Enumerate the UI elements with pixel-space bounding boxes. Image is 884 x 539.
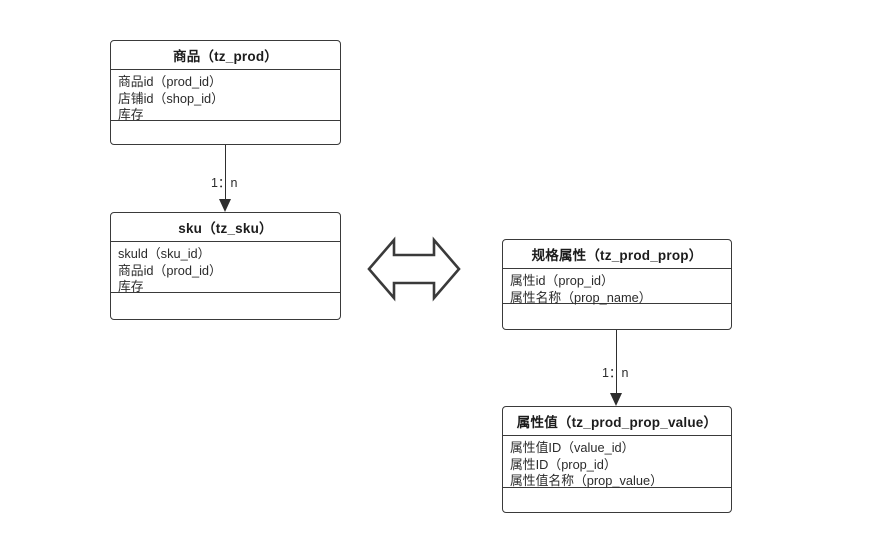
entity-tz-sku[interactable]: sku（tz_sku） skuld（sku_id） 商品id（prod_id） … — [110, 212, 341, 320]
entity-tz-prod-prop-fields: 属性id（prop_id） 属性名称（prop_name） — [503, 269, 731, 305]
entity-tz-sku-fields: skuld（sku_id） 商品id（prod_id） 库存 — [111, 242, 340, 294]
entity-tz-prod-prop-value-header: 属性值（tz_prod_prop_value） — [503, 407, 731, 436]
entity-field: 属性值名称（prop_value） — [510, 473, 663, 488]
entity-field: 属性名称（prop_name） — [510, 289, 652, 305]
entity-field: 属性id（prop_id） — [510, 273, 614, 288]
relation-label: 1：n — [211, 176, 238, 190]
double-headed-arrow-svg — [367, 236, 461, 302]
relation-arrowhead — [610, 393, 622, 406]
relation-line — [616, 330, 617, 393]
entity-tz-sku-header: sku（tz_sku） — [111, 213, 340, 242]
entity-tz-prod-fields: 商品id（prod_id） 店铺id（shop_id） 库存 — [111, 70, 340, 122]
entity-tz-prod-footer — [111, 121, 340, 142]
entity-tz-prod[interactable]: 商品（tz_prod） 商品id（prod_id） 店铺id（shop_id） … — [110, 40, 341, 145]
relation-arrowhead — [219, 199, 231, 212]
entity-tz-prod-prop-value-footer — [503, 488, 731, 512]
entity-field: skuld（sku_id） — [118, 246, 211, 261]
entity-tz-prod-prop-footer — [503, 304, 731, 328]
entity-tz-prod-header: 商品（tz_prod） — [111, 41, 340, 70]
entity-field: 属性值ID（value_id） — [510, 440, 635, 455]
entity-tz-prod-prop-value-fields: 属性值ID（value_id） 属性ID（prop_id） 属性值名称（prop… — [503, 436, 731, 488]
entity-field: 店铺id（shop_id） — [118, 90, 224, 106]
entity-field: 商品id（prod_id） — [118, 74, 222, 89]
double-headed-arrow-icon — [366, 234, 462, 304]
entity-tz-sku-footer — [111, 293, 340, 317]
entity-tz-prod-prop-header: 规格属性（tz_prod_prop） — [503, 240, 731, 269]
relation-line — [225, 145, 226, 199]
entity-tz-prod-prop-value[interactable]: 属性值（tz_prod_prop_value） 属性值ID（value_id） … — [502, 406, 732, 513]
relation-label: 1：n — [602, 366, 629, 380]
entity-field: 库存 — [118, 279, 144, 294]
entity-tz-prod-prop[interactable]: 规格属性（tz_prod_prop） 属性id（prop_id） 属性名称（pr… — [502, 239, 732, 330]
entity-field: 库存 — [118, 107, 144, 122]
entity-field: 属性ID（prop_id） — [510, 456, 617, 472]
entity-field: 商品id（prod_id） — [118, 262, 222, 278]
